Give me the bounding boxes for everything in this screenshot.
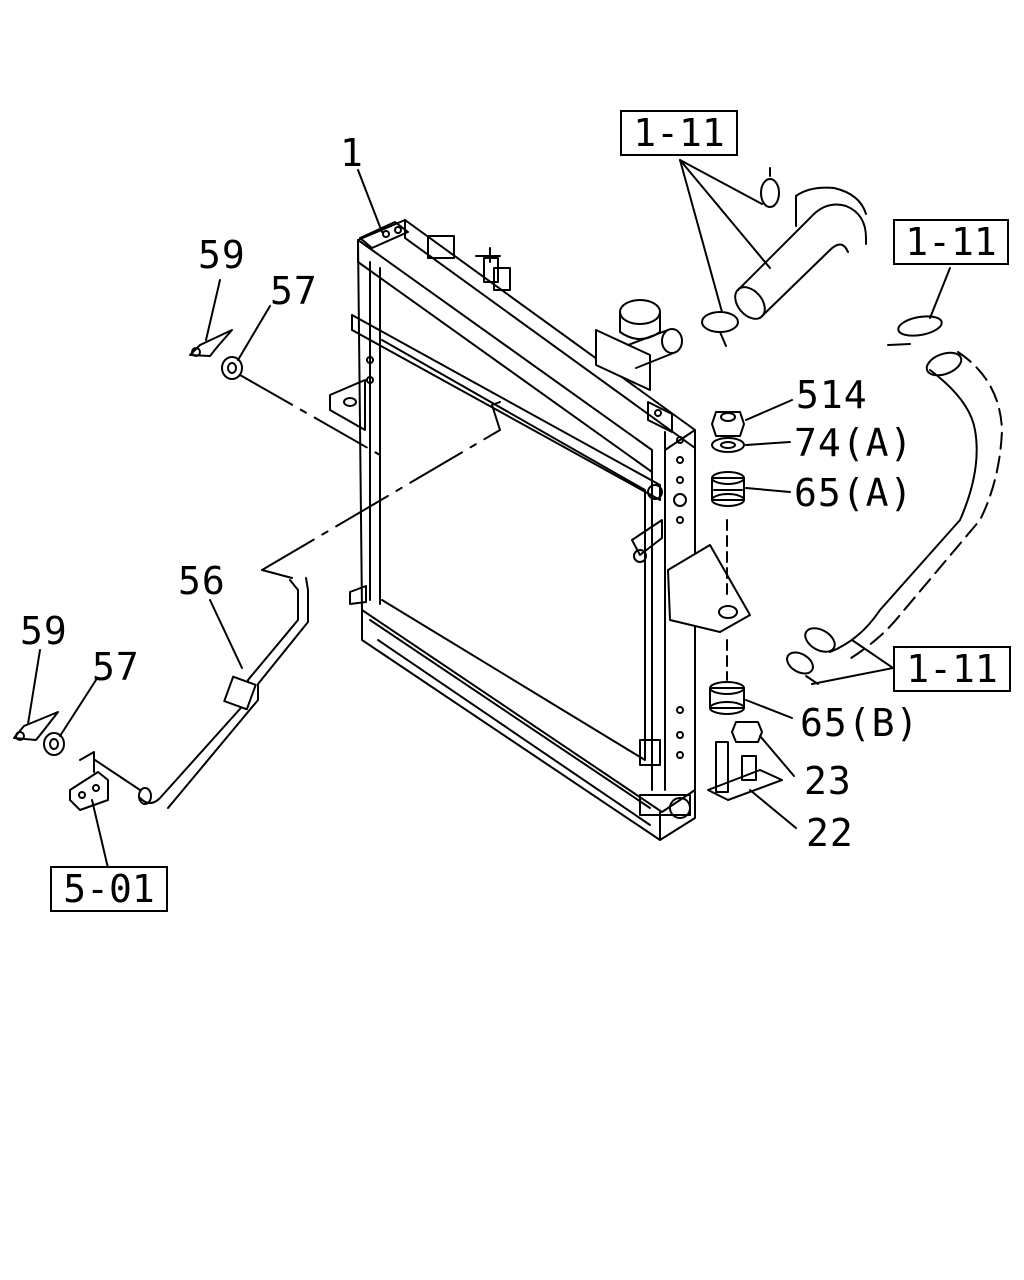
overflow-pipe bbox=[138, 577, 309, 809]
clip-and-washer-top bbox=[189, 329, 243, 380]
reference-box-left-bottom[interactable]: 5-01 bbox=[50, 866, 168, 912]
callout-1: 1 bbox=[340, 131, 364, 175]
callout-22: 22 bbox=[806, 811, 854, 855]
bracket-5-01 bbox=[69, 751, 109, 811]
callout-57-bottom: 57 bbox=[92, 645, 140, 689]
callout-59-top: 59 bbox=[198, 233, 246, 277]
callout-56: 56 bbox=[178, 559, 226, 603]
reference-box-right-top[interactable]: 1-11 bbox=[893, 219, 1009, 265]
callout-57-top: 57 bbox=[270, 269, 318, 313]
callout-514: 514 bbox=[796, 373, 868, 417]
callout-74a: 74(A) bbox=[794, 421, 914, 465]
clip-and-washer-bottom bbox=[13, 711, 65, 756]
callout-59-bottom: 59 bbox=[20, 609, 68, 653]
upper-radiator-hose bbox=[701, 167, 867, 347]
radiator-core bbox=[329, 219, 751, 841]
reference-box-right-bottom[interactable]: 1-11 bbox=[893, 646, 1011, 692]
lower-radiator-hose bbox=[786, 315, 1003, 685]
reference-box-top[interactable]: 1-11 bbox=[620, 110, 738, 156]
leader-lines bbox=[27, 159, 951, 869]
mount-hardware bbox=[707, 411, 783, 801]
callout-65b: 65(B) bbox=[800, 701, 920, 745]
callout-23: 23 bbox=[804, 759, 852, 803]
callout-65a: 65(A) bbox=[794, 471, 914, 515]
